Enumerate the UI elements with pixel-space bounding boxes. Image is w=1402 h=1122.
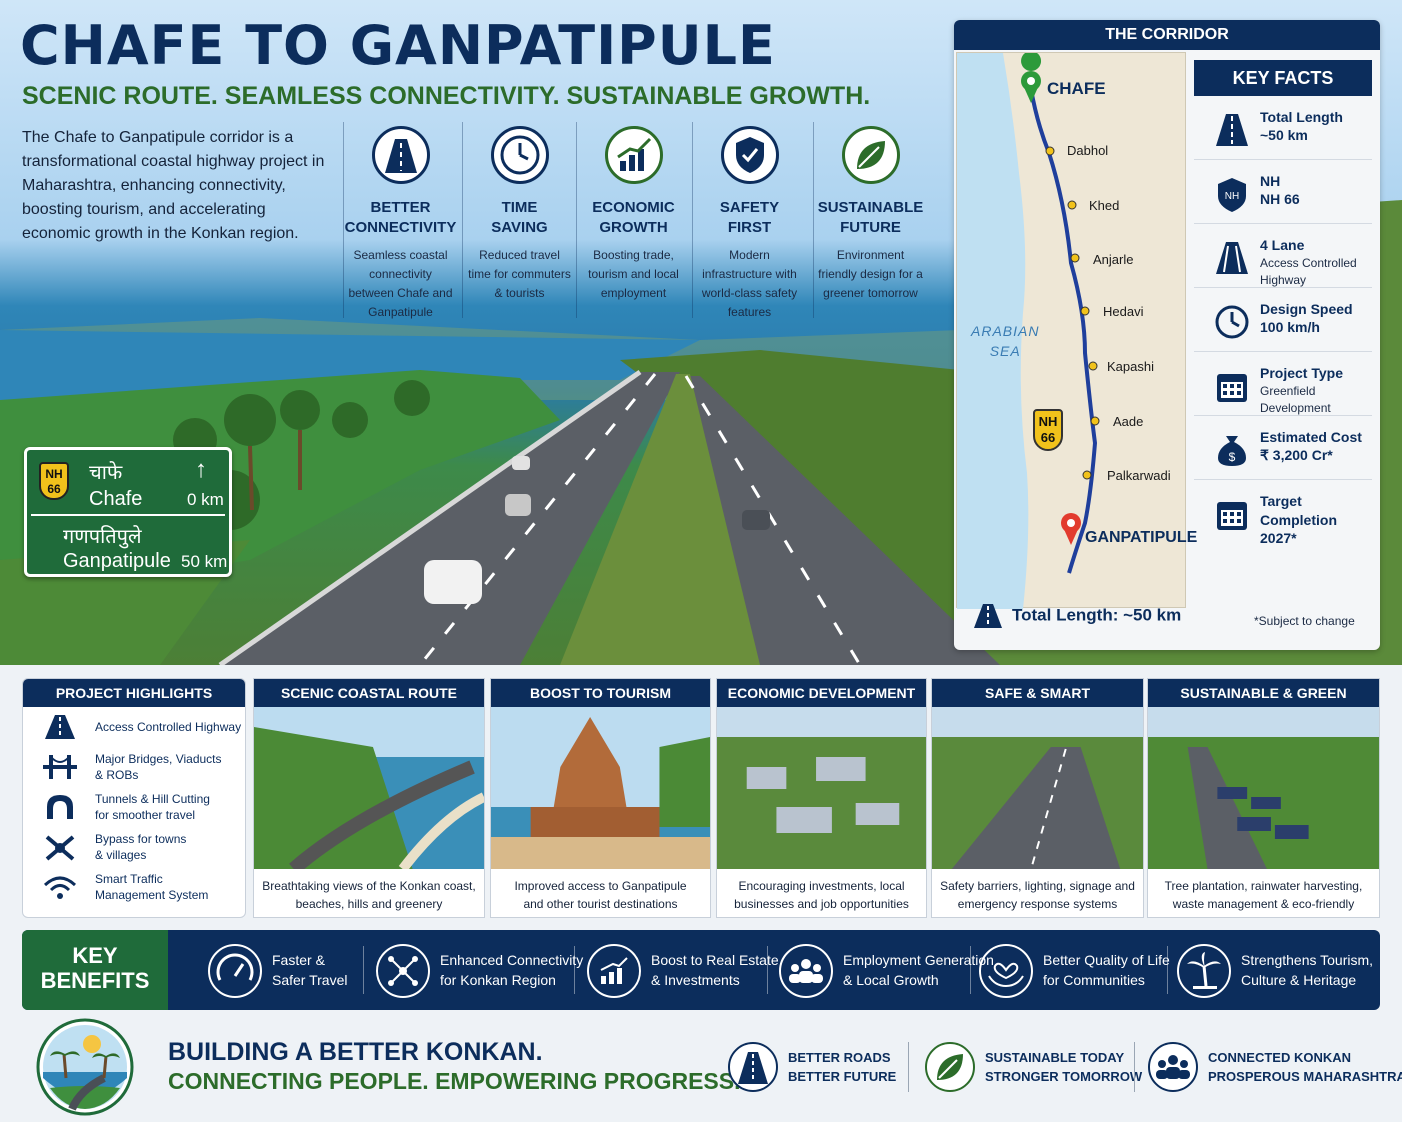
intro-paragraph: The Chafe to Ganpatipule corridor is a t… <box>22 129 325 242</box>
money-bag-icon: $ <box>1218 436 1246 466</box>
feature-time-saving: TIME SAVING Reduced travel time for comm… <box>462 122 576 318</box>
footer-slogan-line1: BUILDING A BETTER KONKAN. <box>168 1038 543 1066</box>
growth-chart-icon <box>604 126 663 184</box>
footer-slogan-line2: CONNECTING PEOPLE. EMPOWERING PROGRESS. <box>168 1068 741 1094</box>
total-length: Total Length: ~50 km <box>972 602 1181 630</box>
feature-safety-first: SAFETY FIRST Modern infrastructure with … <box>692 122 806 319</box>
sign-from-distance: 0 km <box>187 490 224 509</box>
map-stop-label: Khed <box>1089 198 1120 213</box>
highlight-item: Bypass for towns& villages <box>23 827 245 867</box>
map-stop-label: Dabhol <box>1067 143 1109 158</box>
smart-highway-photo <box>932 707 1143 869</box>
konkan-logo-icon <box>36 1018 134 1116</box>
page-title: CHAFE TO GANPATIPULE <box>20 14 776 77</box>
speedometer-icon <box>208 944 262 998</box>
corridor-title: THE CORRIDOR <box>954 20 1380 50</box>
card-sustainable-green: SUSTAINABLE & GREEN Tree plantation, rai… <box>1147 678 1380 918</box>
key-facts-title: KEY FACTS <box>1194 60 1372 96</box>
solar-farm-photo <box>1148 707 1379 869</box>
highlights-title: PROJECT HIGHLIGHTS <box>23 679 245 707</box>
road-icon <box>45 715 75 739</box>
coastal-road-photo <box>254 707 484 869</box>
calendar-icon <box>1217 374 1247 402</box>
card-scenic-coastal-route: SCENIC COASTAL ROUTE Breathtaking views … <box>253 678 485 918</box>
footnote: *Subject to change <box>1254 614 1355 628</box>
map-end-label: GANPATIPULE <box>1085 529 1198 546</box>
sign-from-marathi: चाफे <box>89 460 123 484</box>
fact-total-length: Total Length~50 km <box>1194 96 1372 160</box>
corridor-map: CHAFE Dabhol Khed Anjarle Hedavi Kapashi… <box>956 52 1197 609</box>
route-map-illustration <box>957 53 1100 609</box>
tunnel-icon <box>47 795 73 819</box>
svg-text:NH: NH <box>1225 191 1239 202</box>
project-highlights-panel: PROJECT HIGHLIGHTS Access Controlled Hig… <box>22 678 246 918</box>
feature-better-connectivity: BETTER CONNECTIVITY Seamless coastal con… <box>343 122 457 319</box>
map-start-label: CHAFE <box>1047 79 1106 98</box>
road-icon <box>974 604 1002 628</box>
highlight-item: Major Bridges, Viaducts& ROBs <box>23 747 245 787</box>
page-tagline: SCENIC ROUTE. SEAMLESS CONNECTIVITY. SUS… <box>22 82 871 110</box>
clock-icon <box>490 126 549 184</box>
heart-hands-icon <box>979 944 1033 998</box>
leaf-icon <box>841 126 900 184</box>
nh-shield-icon: NH <box>1218 178 1246 212</box>
map-stop-label: Kapashi <box>1107 359 1154 374</box>
feature-sustainable-future: SUSTAINABLE FUTURE Environment friendly … <box>813 122 927 318</box>
people-icon <box>1148 1042 1198 1092</box>
industrial-park-photo <box>717 707 926 869</box>
network-icon <box>376 944 430 998</box>
leaf-icon <box>925 1042 975 1092</box>
people-icon <box>779 944 833 998</box>
bypass-icon <box>45 835 75 861</box>
corridor-panel: THE CORRIDOR CHAFE Dabhol Khed Anjarle H… <box>954 20 1380 650</box>
arrow-up-icon: ↑ <box>195 456 207 483</box>
temple-photo <box>491 707 710 869</box>
sign-from-english: Chafe <box>89 488 143 510</box>
bridge-icon <box>43 755 77 779</box>
highlight-item: Access Controlled Highway <box>23 707 245 747</box>
map-stop-label: Anjarle <box>1093 252 1134 267</box>
speedometer-icon <box>1215 305 1249 339</box>
palm-tree-icon <box>1177 944 1231 998</box>
card-safe-smart-infrastructure: SAFE & SMART INFRASTRUCTURE Safety barri… <box>931 678 1144 918</box>
feature-economic-growth: ECONOMIC GROWTH Boosting trade, tourism … <box>576 122 690 318</box>
shield-icon <box>720 126 779 184</box>
card-economic-development: ECONOMIC DEVELOPMENT Encouraging investm… <box>716 678 927 918</box>
wifi-icon <box>43 876 77 899</box>
road-icon <box>371 126 430 184</box>
road-icon <box>728 1042 778 1092</box>
card-boost-to-tourism: BOOST TO TOURISM Improved access to Ganp… <box>490 678 711 918</box>
sign-to-marathi: गणपतिपुले <box>63 524 142 548</box>
map-stop-label: Palkarwadi <box>1107 468 1171 483</box>
sign-to-english: Ganpatipule <box>63 550 171 572</box>
sign-to-distance: 50 km <box>181 552 228 571</box>
hero-banner: CHAFE TO GANPATIPULE SCENIC ROUTE. SEAML… <box>0 0 1402 665</box>
growth-chart-icon <box>587 944 641 998</box>
lane-road-icon <box>1216 242 1248 274</box>
svg-text:$: $ <box>1229 450 1236 464</box>
fact-estimated-cost: $ Estimated Cost₹ 3,200 Cr* <box>1194 416 1372 480</box>
map-stop-label: Hedavi <box>1103 304 1144 319</box>
map-stop-label: Aade <box>1113 414 1144 429</box>
road-icon <box>1216 114 1248 146</box>
calendar-icon <box>1217 502 1247 530</box>
